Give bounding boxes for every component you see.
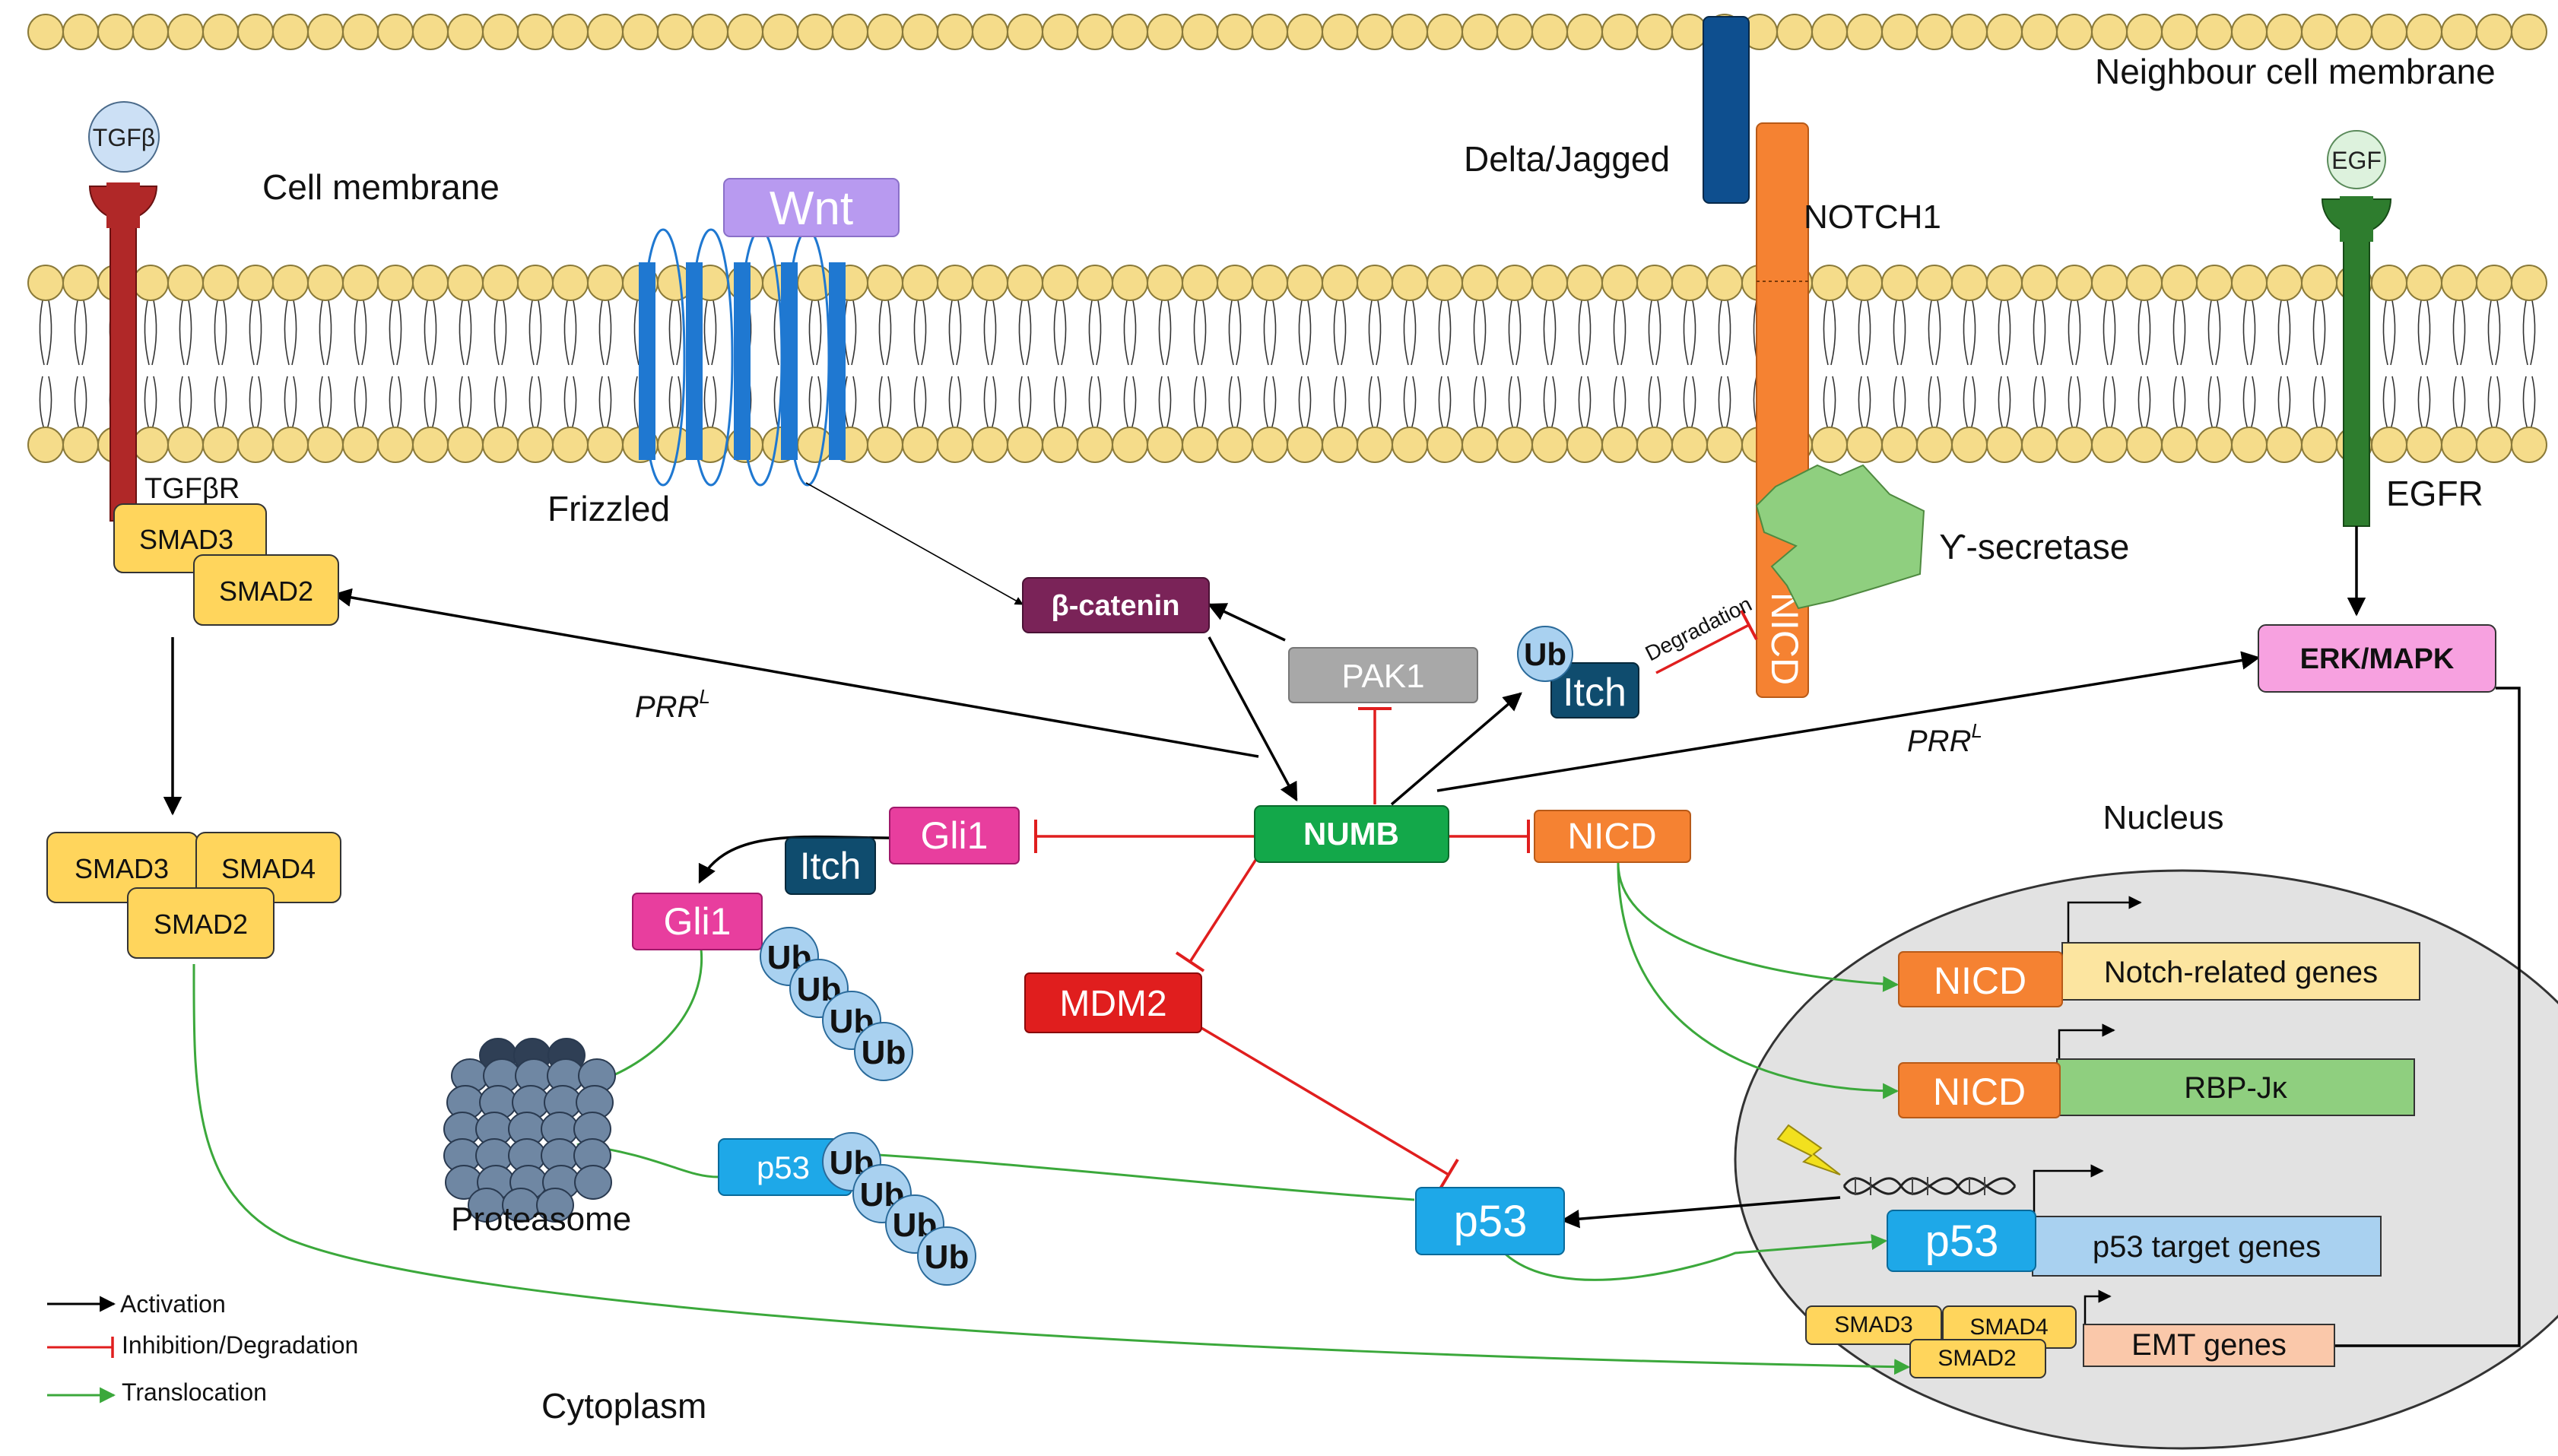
notch1-label: NOTCH1: [1804, 198, 1941, 236]
gli1-mid-box: [632, 893, 763, 950]
mdm2-label: MDM2: [1059, 984, 1166, 1024]
egf-ligand: [2327, 130, 2386, 189]
ub-p53-4-icon: [917, 1226, 976, 1286]
lightning-bolt-icon: [1776, 1124, 1841, 1175]
beta-catenin-label: β-catenin: [1052, 590, 1180, 622]
itch-mid-box: [785, 837, 876, 895]
beta-catenin-box: [1022, 577, 1210, 633]
p53-ub-label: p53: [757, 1150, 810, 1185]
ub-gli1-4-label: Ub: [862, 1034, 906, 1071]
smad3-receptor-label: SMAD3: [139, 524, 233, 555]
nicd-nucleus-2-label: NICD: [1933, 1071, 2026, 1113]
rbpjk-label: RBP-Jκ: [2184, 1071, 2288, 1105]
prr-left-label: PRRL: [635, 685, 710, 724]
itch-top-box: [1550, 662, 1639, 718]
ub-itch-label: Ub: [1524, 636, 1566, 672]
degradation-label: Degradation: [1642, 592, 1756, 665]
p53-nucleus-box: [1887, 1210, 2036, 1272]
smad2-nucleus-label: SMAD2: [1938, 1346, 2016, 1371]
gli1-top-box: [889, 807, 1020, 864]
tgfb-ligand-label: TGFβ: [93, 124, 155, 151]
gamma-secretase-label: ϒ-secretase: [1939, 527, 2129, 566]
proteasome-label: Proteasome: [451, 1201, 631, 1238]
smad3-nucleus-box: [1805, 1305, 1942, 1345]
dna-helix-icon: [1842, 1177, 2017, 1195]
smad2-complex-box: [127, 887, 275, 959]
emt-genes-box: [2083, 1324, 2335, 1367]
tgfbr-receptor: [88, 182, 158, 522]
smad2-complex-label: SMAD2: [154, 909, 248, 940]
egfr-label: EGFR: [2386, 474, 2483, 513]
rbpjk-box: [2056, 1058, 2415, 1116]
smad2-receptor-box: [193, 554, 339, 626]
wnt-ligand: [723, 178, 900, 237]
ub-itch-icon: [1517, 626, 1573, 682]
ub-chain-p53: Ub Ub Ub Ub: [822, 1132, 976, 1286]
erk-mapk-label: ERK/MAPK: [2300, 643, 2455, 675]
smad3-nucleus-label: SMAD3: [1834, 1312, 1912, 1337]
delta-jagged-label: Delta/Jagged: [1464, 139, 1670, 179]
legend-activation-label: Activation: [120, 1290, 226, 1318]
numb-label: NUMB: [1303, 816, 1399, 852]
smad4-complex-label: SMAD4: [221, 853, 316, 884]
nicd-nucleus-1-box: [1898, 951, 2063, 1007]
erk-mapk-box: [2258, 624, 2496, 693]
egfr-receptor: [2321, 196, 2392, 527]
wnt-ligand-label: Wnt: [770, 182, 853, 235]
cytoplasm-label: Cytoplasm: [541, 1386, 706, 1426]
mdm2-box: [1024, 972, 1202, 1033]
frizzled-label: Frizzled: [547, 489, 670, 528]
nicd-nucleus-1-label: NICD: [1934, 960, 2026, 1002]
cell-membrane-bilayer: [27, 265, 2547, 463]
p53-center-label: p53: [1454, 1197, 1528, 1246]
itch-top-label: Itch: [1563, 671, 1627, 715]
p53-target-genes-box: [2032, 1216, 2382, 1277]
frizzled-receptor: [639, 228, 846, 487]
legend-inhibition-label: Inhibition/Degradation: [122, 1331, 358, 1359]
p53-target-genes-label: p53 target genes: [2093, 1230, 2321, 1264]
proteasome-icon: [443, 1038, 616, 1223]
notch-related-genes-label: Notch-related genes: [2104, 956, 2378, 989]
delta-jagged-ligand: [1703, 16, 1750, 204]
smad2-receptor-label: SMAD2: [219, 576, 313, 607]
gli1-top-label: Gli1: [921, 814, 989, 857]
smad4-nucleus-label: SMAD4: [1969, 1315, 2048, 1340]
pak1-box: [1288, 647, 1478, 703]
p53-center-box: [1415, 1187, 1565, 1255]
legend-translocation-label: Translocation: [122, 1378, 267, 1406]
pak1-label: PAK1: [1341, 658, 1424, 695]
nicd-cytoplasm-label: NICD: [1567, 817, 1656, 857]
tgfbr-label: TGFβR: [144, 473, 240, 505]
smad3-complex-label: SMAD3: [75, 853, 169, 884]
nucleus-label: Nucleus: [2103, 799, 2224, 836]
cell-membrane-label: Cell membrane: [262, 167, 500, 207]
ub-p53-4-label: Ub: [925, 1239, 970, 1276]
itch-mid-label: Itch: [800, 845, 862, 887]
nicd-cytoplasm-box: [1534, 810, 1691, 863]
smad2-nucleus-box: [1909, 1339, 2046, 1378]
egf-ligand-label: EGF: [2331, 147, 2382, 174]
ub-gli1-4-icon: [854, 1022, 913, 1081]
gli1-mid-label: Gli1: [664, 900, 732, 943]
p53-nucleus-label: p53: [1925, 1217, 1999, 1266]
neighbour-cell-membrane: [27, 14, 2547, 50]
neighbour-membrane-label: Neighbour cell membrane: [2095, 52, 2496, 91]
tgfb-ligand: [88, 101, 160, 173]
ub-chain-gli1: Ub Ub Ub Ub: [760, 927, 913, 1081]
nucleus: [1734, 869, 2558, 1450]
numb-box: [1254, 805, 1449, 863]
gamma-secretase: [1755, 464, 1925, 610]
legend: Activation Inhibition/Degradation Transl…: [47, 1290, 358, 1406]
emt-genes-label: EMT genes: [2131, 1328, 2287, 1362]
nicd-nucleus-2-box: [1898, 1062, 2061, 1118]
prr-right-label: PRRL: [1907, 719, 1982, 758]
